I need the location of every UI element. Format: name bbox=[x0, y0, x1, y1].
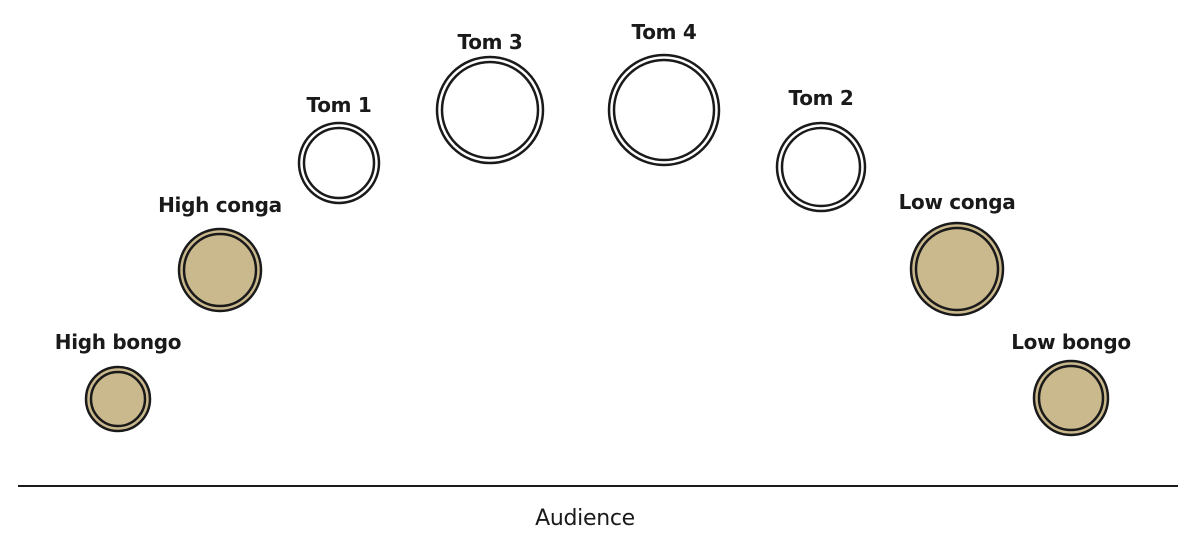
audience-label: Audience bbox=[535, 506, 635, 531]
tom-4-outer-rim bbox=[607, 53, 721, 167]
tom-1-inner-rim bbox=[302, 126, 376, 200]
low-conga-outer-rim bbox=[909, 221, 1005, 317]
tom-2-outer-rim bbox=[775, 121, 867, 213]
tom-1-label: Tom 1 bbox=[306, 93, 372, 117]
low-bongo-drum bbox=[1032, 359, 1110, 437]
low-bongo-label: Low bongo bbox=[1011, 330, 1131, 354]
high-conga-inner-rim bbox=[182, 232, 258, 308]
tom-3-drum bbox=[435, 55, 545, 165]
high-bongo-drum bbox=[84, 365, 152, 433]
high-bongo-label: High bongo bbox=[54, 330, 182, 354]
tom-1-outer-rim bbox=[297, 121, 381, 205]
tom-4-drum bbox=[607, 53, 721, 167]
high-conga-outer-rim bbox=[177, 227, 263, 313]
high-conga-drum bbox=[177, 227, 263, 313]
low-conga-label: Low conga bbox=[898, 190, 1016, 214]
tom-4-label: Tom 4 bbox=[631, 20, 697, 44]
high-bongo-inner-rim bbox=[89, 370, 147, 428]
low-bongo-outer-rim bbox=[1032, 359, 1110, 437]
low-bongo-inner-rim bbox=[1037, 364, 1105, 432]
tom-1-drum bbox=[297, 121, 381, 205]
high-conga-label: High conga bbox=[158, 193, 282, 217]
low-conga-inner-rim bbox=[914, 226, 1000, 312]
tom-3-inner-rim bbox=[440, 60, 540, 160]
tom-2-drum bbox=[775, 121, 867, 213]
tom-3-outer-rim bbox=[435, 55, 545, 165]
tom-2-label: Tom 2 bbox=[788, 86, 854, 110]
high-bongo-outer-rim bbox=[84, 365, 152, 433]
tom-4-inner-rim bbox=[612, 58, 716, 162]
low-conga-drum bbox=[909, 221, 1005, 317]
tom-3-label: Tom 3 bbox=[457, 30, 523, 54]
tom-2-inner-rim bbox=[780, 126, 862, 208]
